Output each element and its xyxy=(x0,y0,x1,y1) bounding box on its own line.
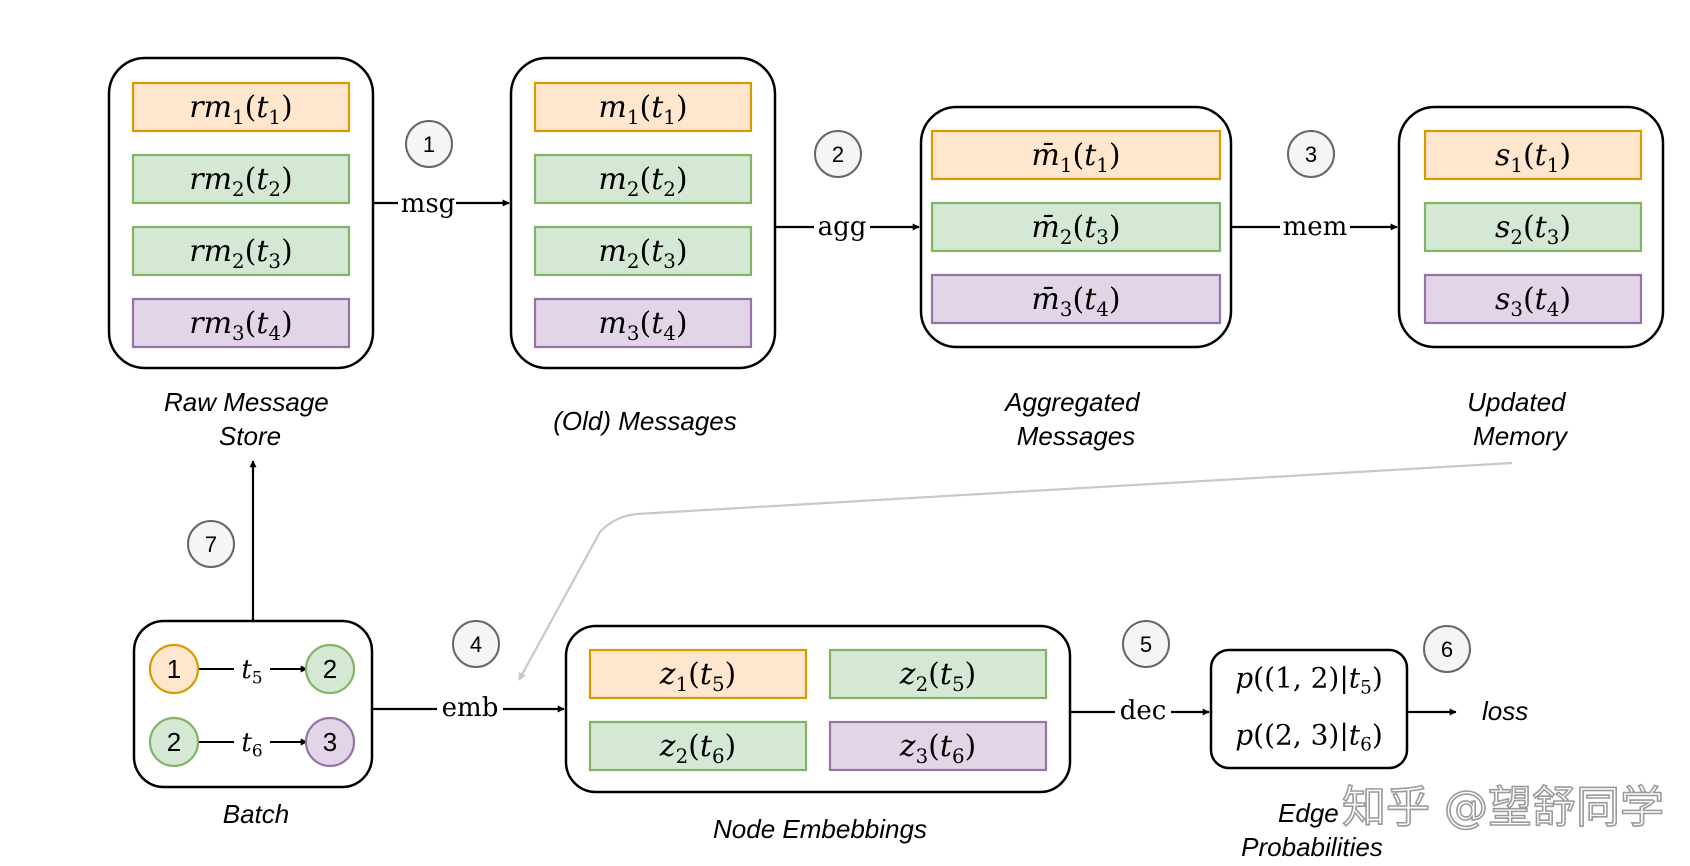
raw-message-store-container xyxy=(107,56,375,370)
mem-arrow-label: mem xyxy=(1283,212,1348,242)
batch-edge: t6 2 3 xyxy=(148,716,356,768)
msg-arrow-label: msg xyxy=(401,189,456,219)
item-row: m1(t1) xyxy=(533,81,753,133)
watermark: 知乎 @望舒同学 xyxy=(1342,782,1664,833)
graph-node: 1 xyxy=(148,643,200,695)
dec-arrow-label: dec xyxy=(1120,696,1167,726)
emb-arrow-label: emb xyxy=(442,693,499,723)
item-row: s3(t4) xyxy=(1423,273,1643,325)
svg-text:4: 4 xyxy=(470,632,482,657)
item-formula: s1(t1) xyxy=(1495,138,1571,177)
graph-node: 2 xyxy=(148,716,200,768)
step-4-badge: 4 xyxy=(452,620,500,668)
item-row: m̄2(t3) xyxy=(930,201,1222,253)
item-row: m2(t3) xyxy=(533,225,753,277)
step-1-badge: 1 xyxy=(405,120,453,168)
svg-text:2: 2 xyxy=(167,727,181,757)
batch-caption: Batch xyxy=(223,799,290,829)
step-2-badge: 2 xyxy=(814,130,862,178)
item-row: z2(t5) xyxy=(828,648,1048,700)
item-formula: rm2(t3) xyxy=(189,234,292,273)
svg-text:2: 2 xyxy=(323,654,337,684)
item-row: z2(t6) xyxy=(588,720,808,772)
item-formula: s2(t3) xyxy=(1495,210,1571,249)
item-row: rm3(t4) xyxy=(131,297,351,349)
updated-memory-caption: Updated Memory xyxy=(1467,387,1573,451)
step-3-badge: 3 xyxy=(1287,130,1335,178)
item-row: rm2(t2) xyxy=(131,153,351,205)
svg-text:7: 7 xyxy=(205,532,217,557)
item-formula: z2(t6) xyxy=(659,729,737,768)
memory-feedback-arrow xyxy=(518,461,1513,681)
item-row: rm2(t3) xyxy=(131,225,351,277)
item-formula: m1(t1) xyxy=(598,90,687,129)
step-6-badge: 6 xyxy=(1423,625,1471,673)
item-row: z3(t6) xyxy=(828,720,1048,772)
node-embeddings-items: z1(t5) z2(t5) z2(t6) z3(t6) xyxy=(588,648,1048,772)
batch-items: t5 1 2 t6 2 3 xyxy=(148,643,356,768)
item-row: s1(t1) xyxy=(1423,129,1643,181)
svg-text:3: 3 xyxy=(1305,142,1317,167)
item-formula: m̄3(t4) xyxy=(1031,282,1120,321)
item-formula: m3(t4) xyxy=(598,306,687,345)
edge-probabilities-container xyxy=(1209,648,1409,770)
svg-text:3: 3 xyxy=(323,727,337,757)
batch-edge: t5 1 2 xyxy=(148,643,356,695)
probability-formula: p((1, 2)|t5) xyxy=(1235,662,1383,699)
old-messages-items: m1(t1) m2(t2) m2(t3) m3(t4) xyxy=(533,81,753,349)
svg-text:6: 6 xyxy=(1441,637,1453,662)
raw-message-store-caption: Raw Message Store xyxy=(164,387,336,451)
batch-edge-time: t5 xyxy=(241,655,262,689)
item-row: m2(t2) xyxy=(533,153,753,205)
node-embeddings-caption: Node Embebbings xyxy=(713,814,927,844)
svg-text:1: 1 xyxy=(423,132,435,157)
edge-probabilities-caption: Edge Probabilities xyxy=(1241,798,1383,862)
svg-text:5: 5 xyxy=(1140,632,1152,657)
edge-probabilities-items: p((1, 2)|t5) p((2, 3)|t6) xyxy=(1235,662,1383,756)
item-row: m̄1(t1) xyxy=(930,129,1222,181)
item-formula: z3(t6) xyxy=(899,729,977,768)
graph-node: 3 xyxy=(304,716,356,768)
item-formula: z2(t5) xyxy=(899,657,977,696)
item-formula: m2(t3) xyxy=(598,234,687,273)
agg-arrow-label: agg xyxy=(818,212,867,242)
item-formula: rm3(t4) xyxy=(189,306,292,345)
item-row: m3(t4) xyxy=(533,297,753,349)
step-7-badge: 7 xyxy=(187,520,235,568)
item-formula: s3(t4) xyxy=(1495,282,1571,321)
item-formula: m̄1(t1) xyxy=(1031,138,1120,177)
item-row: m̄3(t4) xyxy=(930,273,1222,325)
raw-message-store-items: rm1(t1) rm2(t2) rm2(t3) rm3(t4) xyxy=(131,81,351,349)
item-formula: rm2(t2) xyxy=(189,162,292,201)
graph-node: 2 xyxy=(304,643,356,695)
svg-text:2: 2 xyxy=(832,142,844,167)
batch-edge-time: t6 xyxy=(241,728,262,762)
old-messages-caption: (Old) Messages xyxy=(553,406,737,436)
item-formula: rm1(t1) xyxy=(189,90,292,129)
loss-label: loss xyxy=(1482,696,1528,726)
item-row: z1(t5) xyxy=(588,648,808,700)
svg-text:1: 1 xyxy=(167,654,181,684)
updated-memory-items: s1(t1) s2(t3) s3(t4) xyxy=(1423,129,1643,325)
item-row: rm1(t1) xyxy=(131,81,351,133)
item-row: s2(t3) xyxy=(1423,201,1643,253)
item-formula: z1(t5) xyxy=(659,657,737,696)
aggregated-messages-items: m̄1(t1) m̄2(t3) m̄3(t4) xyxy=(930,129,1222,325)
old-messages-container xyxy=(509,56,777,370)
item-formula: m2(t2) xyxy=(598,162,687,201)
aggregated-messages-caption: Aggregated Messages xyxy=(1003,387,1147,451)
probability-formula: p((2, 3)|t6) xyxy=(1235,719,1383,756)
step-5-badge: 5 xyxy=(1122,620,1170,668)
item-formula: m̄2(t3) xyxy=(1031,210,1120,249)
